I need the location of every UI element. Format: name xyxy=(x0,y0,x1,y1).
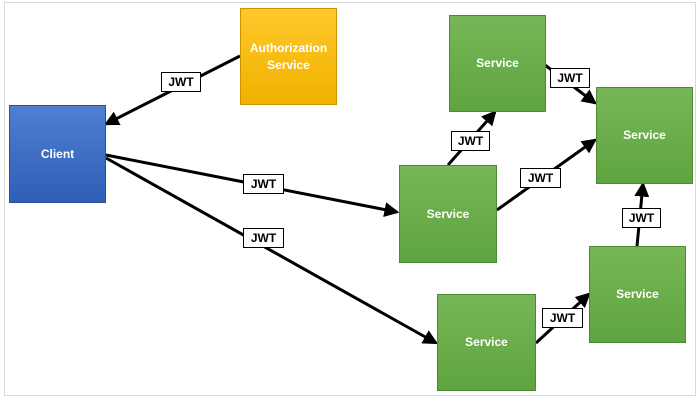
service-top-label: Service xyxy=(476,56,519,71)
jwt-label-right-bottom-to-right-top: JWT xyxy=(622,208,661,228)
service-node-right-top: Service xyxy=(596,87,693,184)
jwt-label-top-to-right-top: JWT xyxy=(550,68,590,88)
service-right-bottom-label: Service xyxy=(616,287,659,302)
jwt-label-client-to-middle: JWT xyxy=(243,174,284,194)
jwt-label-middle-to-right-top: JWT xyxy=(520,168,561,188)
service-bottom-label: Service xyxy=(465,335,508,350)
jwt-label-auth-to-client: JWT xyxy=(161,72,201,92)
service-middle-label: Service xyxy=(426,206,470,221)
jwt-label-bottom-to-right-bottom: JWT xyxy=(542,308,583,328)
service-node-bottom: Service xyxy=(437,294,536,391)
authorization-service-label: Authorization Service xyxy=(250,40,327,72)
client-label: Client xyxy=(40,146,75,161)
jwt-label-client-to-bottom: JWT xyxy=(243,228,284,248)
authorization-service-label-line2: Service xyxy=(267,57,310,72)
jwt-label-middle-to-top: JWT xyxy=(451,131,490,151)
service-node-middle: Service xyxy=(399,165,497,263)
authorization-service-node: Authorization Service xyxy=(240,8,337,105)
service-node-right-bottom: Service xyxy=(589,246,686,343)
diagram-frame xyxy=(4,2,696,396)
arrow-client-to-bottom xyxy=(105,156,439,345)
service-right-top-label: Service xyxy=(623,128,666,143)
service-node-top: Service xyxy=(449,15,546,112)
client-node: Client xyxy=(9,105,106,203)
authorization-service-label-line1: Authorization xyxy=(249,41,328,56)
